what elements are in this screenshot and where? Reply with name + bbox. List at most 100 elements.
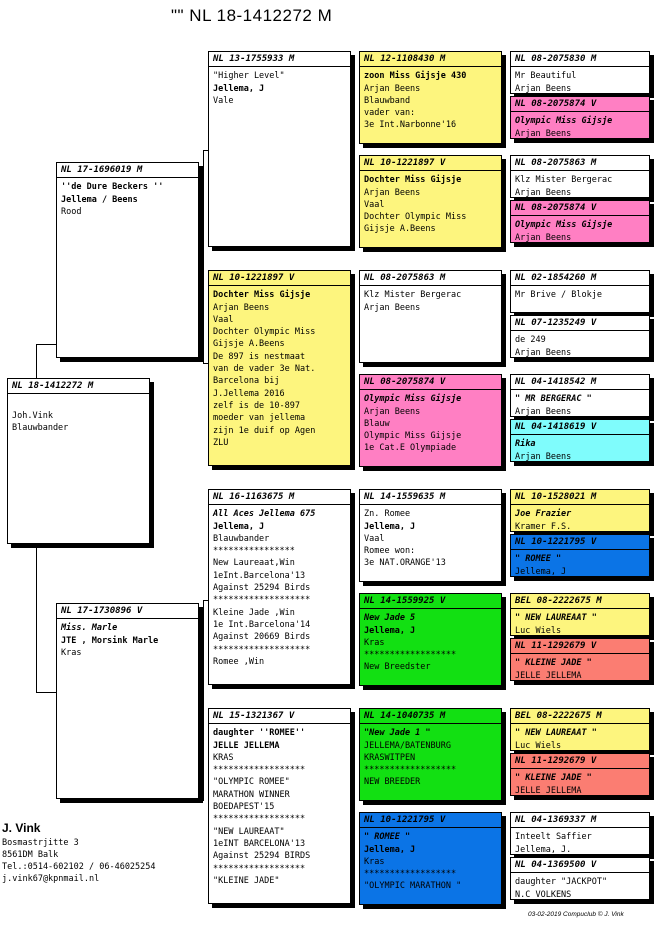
card-line: JELLE JELLEMA [515,785,582,796]
owner-phone: Tel.:0514-602102 / 06-46025254 [2,862,156,872]
card-line: "New Jade 1 " [364,728,431,739]
card-line: Blauwband [364,95,411,106]
ring-number: NL 07-1235249 V [511,316,649,332]
card-line: Arjan Beens [515,83,572,94]
ring-number: NL 17-1730896 V [57,604,198,620]
owner-address-line: Bosmastrjitte 3 [2,838,79,848]
pedigree-card-dds[interactable]: NL 14-1040735 M "New Jade 1 " JELLEMA/BA… [359,708,502,801]
pedigree-card-ssd[interactable]: NL 10-1221897 V Dochter Miss Gijsje Arja… [359,155,502,248]
pedigree-card-sds[interactable]: NL 08-2075863 M Klz Mister Bergerac Arja… [359,270,502,363]
card-line: ''de Dure Beckers '' [61,182,164,193]
pedigree-card-ddds[interactable]: NL 04-1369337 M Inteelt Saffier Jellema,… [510,812,650,855]
card-line: "KLEINE JADE" [213,875,280,886]
card-line: Arjan Beens [364,187,421,198]
pedigree-card-sdd[interactable]: NL 08-2075874 V Olympic Miss Gijsje Arja… [359,374,502,467]
card-line: " KLEINE JADE " [515,773,592,784]
card-line: ****************** [364,650,457,661]
ring-number: NL 08-2075874 V [511,201,649,217]
pedigree-card-dddd[interactable]: NL 04-1369500 V daughter "JACKPOT" N.C V… [510,857,650,900]
card-line: Jellema, J [364,844,416,855]
pedigree-card-ddss[interactable]: BEL 08-2222675 M " NEW LAUREAAT " Luc Wi… [510,708,650,751]
pedigree-card-sd[interactable]: NL 10-1221897 V Dochter Miss Gijsje Arja… [208,270,351,466]
ring-number: BEL 08-2222675 M [511,709,649,725]
card-line: Mr Brive / Blokje [515,290,602,301]
pedigree-card-sssd[interactable]: NL 08-2075874 V Olympic Miss Gijsje Arja… [510,96,650,139]
ring-number: NL 10-1528021 M [511,490,649,506]
pedigree-card-dss[interactable]: NL 14-1559635 M Zn. Romee Jellema, J Vaa… [359,489,502,582]
ring-number: NL 08-2075874 V [511,97,649,113]
ring-number: NL 17-1696019 M [57,163,198,179]
pedigree-card-ss[interactable]: NL 13-1755933 M "Higher Level" Jellema, … [208,51,351,247]
pedigree-card-dd[interactable]: NL 15-1321367 V daughter ''ROMEE'' JELLE… [208,708,351,904]
pedigree-card-ssds[interactable]: NL 08-2075863 M Klz Mister Bergerac Arja… [510,155,650,198]
ring-number: NL 14-1559925 V [360,594,501,610]
pedigree-card-dsds[interactable]: BEL 08-2222675 M " NEW LAUREAAT " Luc Wi… [510,593,650,636]
card-line: Miss. Marle [61,623,118,634]
card-line: Jellema, J [515,566,567,577]
card-line: 1e Cat.E Olympiade [364,443,457,454]
ring-number: NL 16-1163675 M [209,490,350,506]
card-line: Dochter Olympic Miss [364,212,467,223]
pedigree-card-sss[interactable]: NL 12-1108430 M zoon Miss Gijsje 430 Arj… [359,51,502,144]
card-line: de 249 [515,335,546,346]
pedigree-card-sire[interactable]: NL 17-1696019 M ''de Dure Beckers '' Jel… [56,162,199,358]
pedigree-card-dam[interactable]: NL 17-1730896 V Miss. Marle JTE , Morsin… [56,603,199,799]
card-line: JELLEMA/BATENBURG [364,740,451,751]
connector-line [203,363,209,364]
card-line: New Jade 5 [364,613,416,624]
card-line: 3e Int.Narbonne'16 [364,120,457,131]
card-line: ****************** [213,814,306,825]
card-line: Joe Frazier [515,509,572,520]
ring-number: NL 13-1755933 M [209,52,350,68]
card-line: New Laureaat,Win [213,558,295,569]
ring-number: NL 08-2075830 M [511,52,649,68]
pedigree-card-ds[interactable]: NL 16-1163675 M All Aces Jellema 675 Jel… [208,489,351,685]
card-line: Jellema, J. [515,844,572,855]
card-line: Blauwbander [213,533,270,544]
card-line: Arjan Beens [515,451,572,462]
card-line: zijn 1e duif op Agen [213,425,316,436]
card-line: Arjan Beens [515,406,572,417]
pedigree-card-sdss[interactable]: NL 02-1854260 M Mr Brive / Blokje [510,270,650,313]
card-line: ****************** [213,765,306,776]
card-line: MARATHON WINNER [213,789,290,800]
pedigree-card-dsss[interactable]: NL 10-1528021 M Joe Frazier Kramer F.S. [510,489,650,532]
card-line: zoon Miss Gijsje 430 [364,71,467,82]
card-line: Arjan Beens [515,232,572,243]
pedigree-card-dssd[interactable]: NL 10-1221795 V " ROMEE " Jellema, J [510,534,650,577]
ring-number: NL 04-1369500 V [511,858,649,874]
pedigree-card-ddd[interactable]: NL 10-1221795 V " ROMEE " Jellema, J Kra… [359,812,502,905]
pedigree-card-ddsd[interactable]: NL 11-1292679 V " KLEINE JADE " JELLE JE… [510,753,650,796]
card-line: Kras [61,647,82,658]
connector-line [203,800,204,801]
card-line: Luc Wiels [515,740,562,751]
connector-line [203,600,209,601]
connector-line [203,150,209,151]
card-line: J.Jellema 2016 [213,388,285,399]
owner-email: j.vink67@kpnmail.nl [2,874,100,884]
pedigree-card-sdsd[interactable]: NL 07-1235249 V de 249 Arjan Beens [510,315,650,358]
card-line: " MR BERGERAC " [515,394,592,405]
pedigree-card-ssss[interactable]: NL 08-2075830 M Mr Beautiful Arjan Beens [510,51,650,94]
card-line: Kras [364,856,385,867]
card-line: 1eINT BARCELONA'13 [213,838,306,849]
card-line: Jellema, J [213,521,265,532]
page-title: "" NL 18-1412272 M [171,6,333,25]
ring-number: NL 10-1221897 V [209,271,350,287]
card-line: Arjan Beens [213,302,270,313]
card-line: 3e NAT.ORANGE'13 [364,558,446,569]
ring-number: NL 02-1854260 M [511,271,649,287]
card-line: ****************** [213,863,306,874]
card-line: Jellema / Beens [61,194,138,205]
card-line: Olympic Miss Gijsje [364,394,462,405]
pedigree-card-sdds[interactable]: NL 04-1418542 M " MR BERGERAC " Arjan Be… [510,374,650,417]
card-line: 1e Int.Barcelona'14 [213,619,311,630]
pedigree-card-sddd[interactable]: NL 04-1418619 V Rika Arjan Beens [510,419,650,462]
pedigree-card-subject[interactable]: NL 18-1412272 M Joh.Vink Blauwbander [7,378,150,544]
pedigree-card-ssdd[interactable]: NL 08-2075874 V Olympic Miss Gijsje Arja… [510,200,650,243]
pedigree-card-dsd[interactable]: NL 14-1559925 V New Jade 5 Jellema, J Kr… [359,593,502,686]
card-line: "NEW LAUREAAT" [213,826,285,837]
ring-number: NL 11-1292679 V [511,639,649,655]
card-line: ******************* [213,644,311,655]
pedigree-card-dsdd[interactable]: NL 11-1292679 V " KLEINE JADE " JELLE JE… [510,638,650,681]
